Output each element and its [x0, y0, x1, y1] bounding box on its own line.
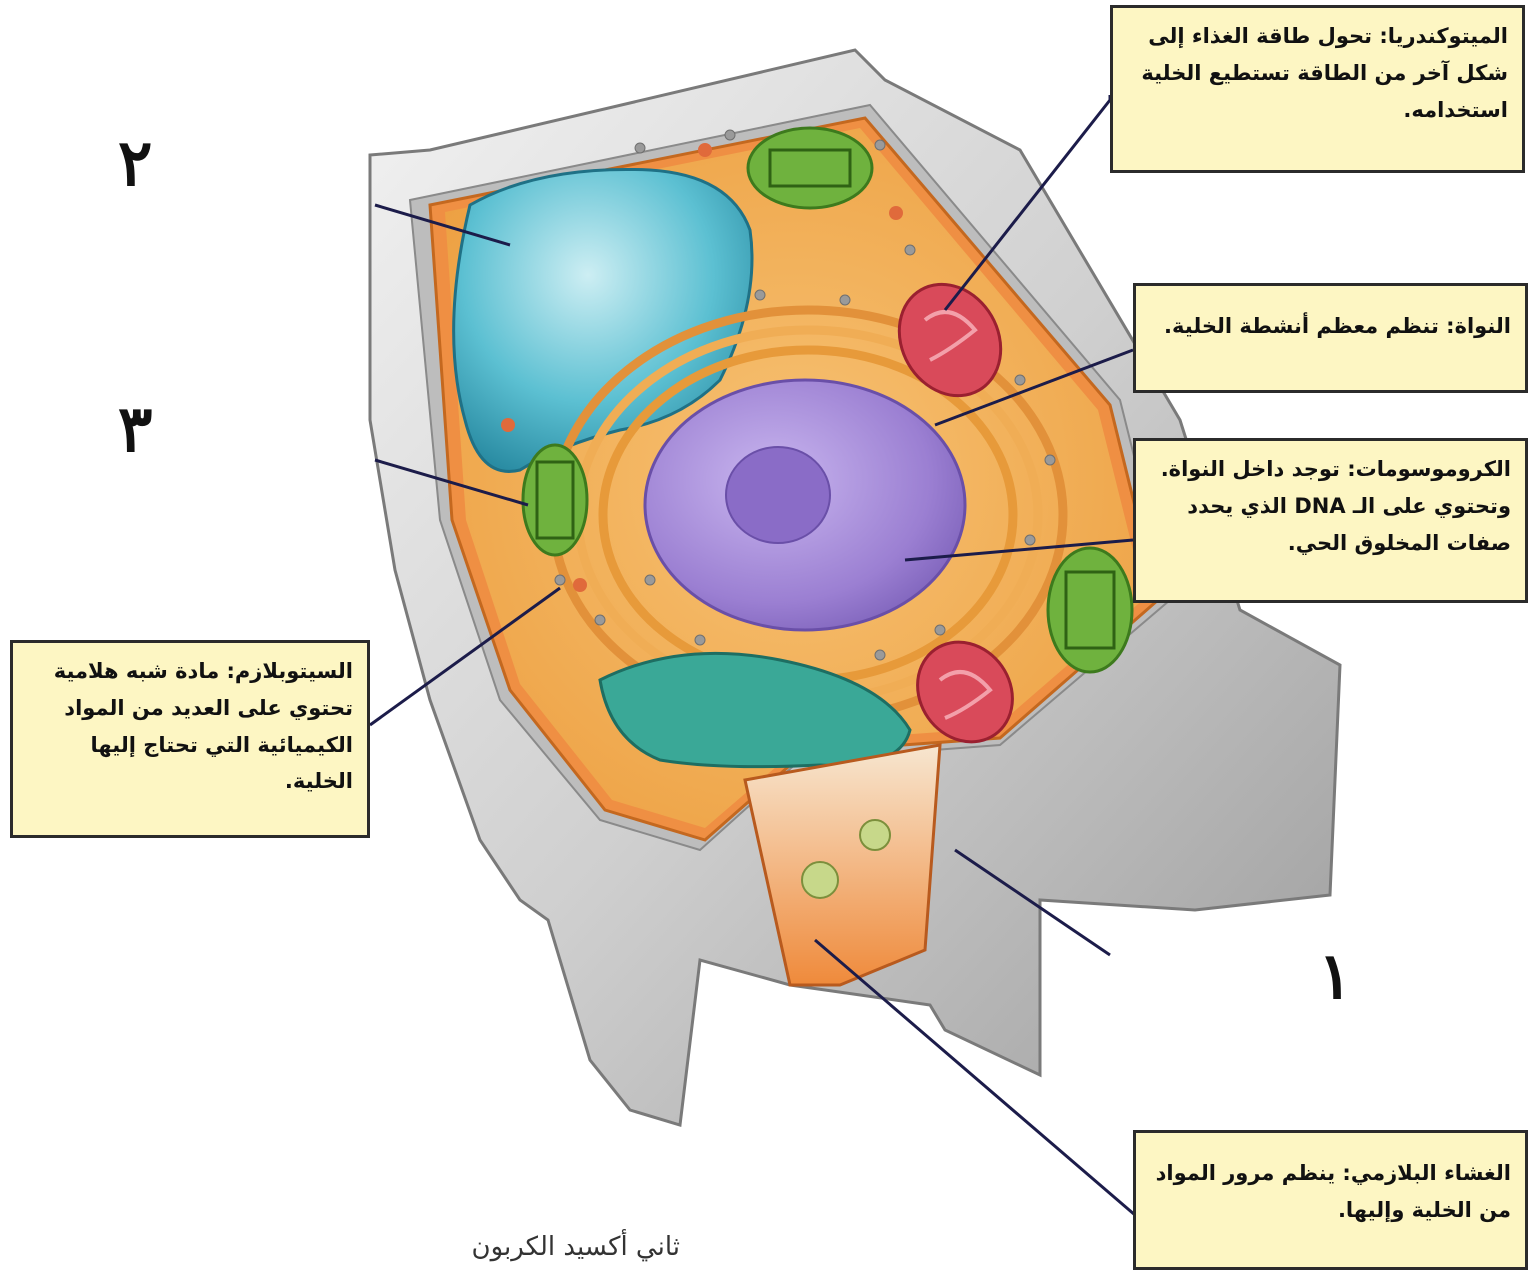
chloroplast	[523, 445, 587, 555]
chloroplast	[1048, 548, 1132, 672]
nucleolus	[726, 447, 830, 543]
chloroplast	[748, 128, 872, 208]
caption-carbon-dioxide: ثاني أكسيد الكربون	[350, 1232, 680, 1262]
label-nucleus: النواة: تنظم معظم أنشطة الخلية.	[1133, 283, 1528, 393]
label-plasma-membrane: الغشاء البلازمي: ينظم مرور المواد من الخ…	[1133, 1130, 1528, 1270]
label-chromosomes: الكروموسومات: توجد داخل النواة. وتحتوي ع…	[1133, 438, 1528, 603]
label-mitochondria: الميتوكندريا: تحول طاقة الغذاء إلى شكل آ…	[1110, 5, 1525, 173]
number-label-1: ١	[1318, 945, 1352, 1009]
label-cytoplasm: السيتوبلازم: مادة شبه هلامية تحتوي على ا…	[10, 640, 370, 838]
number-label-2: ٢	[118, 132, 152, 196]
number-label-3: ٣	[118, 398, 152, 462]
